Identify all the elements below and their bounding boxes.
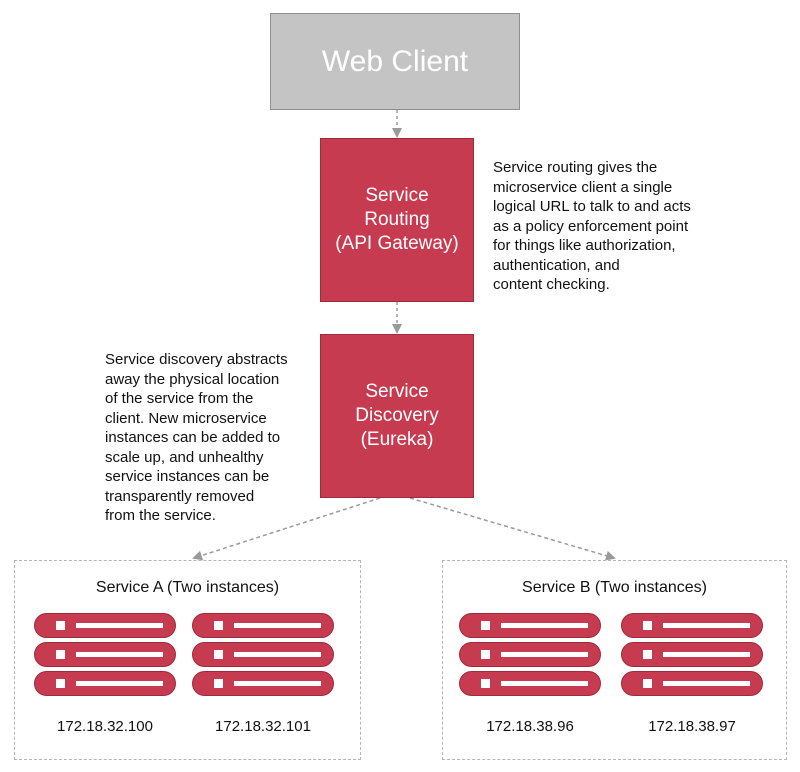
server-rack-row (34, 613, 176, 638)
service-routing-label: Service Routing (API Gateway) (335, 185, 459, 254)
server-icon (192, 613, 334, 700)
service-discovery-note: Service discovery abstracts away the phy… (105, 351, 288, 524)
server-rack-row (459, 613, 601, 638)
server-rack-row (621, 613, 763, 638)
server-icon (621, 613, 763, 700)
service-a-title: Service A (Two instances) (95, 579, 280, 596)
service-b-title: Service B (Two instances) (522, 579, 707, 596)
instance-ip: 172.18.32.101 (215, 718, 311, 735)
web-client-box: Web Client (270, 13, 520, 110)
service-routing-box: Service Routing (API Gateway) (320, 138, 474, 302)
server-rack-row (34, 642, 176, 667)
server-icon (34, 613, 176, 700)
service-discovery-box: Service Discovery (Eureka) (320, 334, 474, 498)
server-rack-row (459, 671, 601, 696)
instance-ip: 172.18.32.100 (57, 718, 153, 735)
server-rack-row (192, 671, 334, 696)
server-rack-row (34, 671, 176, 696)
instance-ip: 172.18.38.96 (486, 718, 574, 735)
server-rack-row (621, 642, 763, 667)
server-rack-row (459, 642, 601, 667)
connector-discovery-to-service-a (192, 497, 381, 561)
server-rack-row (621, 671, 763, 696)
instance-ip: 172.18.38.97 (648, 718, 736, 735)
service-b-group: Service B (Two instances) 172.18.38.96 1… (442, 560, 787, 760)
service-routing-note: Service routing gives the microservice c… (493, 159, 691, 293)
web-client-label: Web Client (321, 44, 469, 78)
service-discovery-label: Service Discovery (Eureka) (355, 381, 439, 450)
service-a-group: Service A (Two instances) 172.18.32.100 … (14, 560, 361, 760)
server-rack-row (192, 642, 334, 667)
server-icon (459, 613, 601, 700)
connector-discovery-to-service-b (409, 497, 616, 561)
server-rack-row (192, 613, 334, 638)
